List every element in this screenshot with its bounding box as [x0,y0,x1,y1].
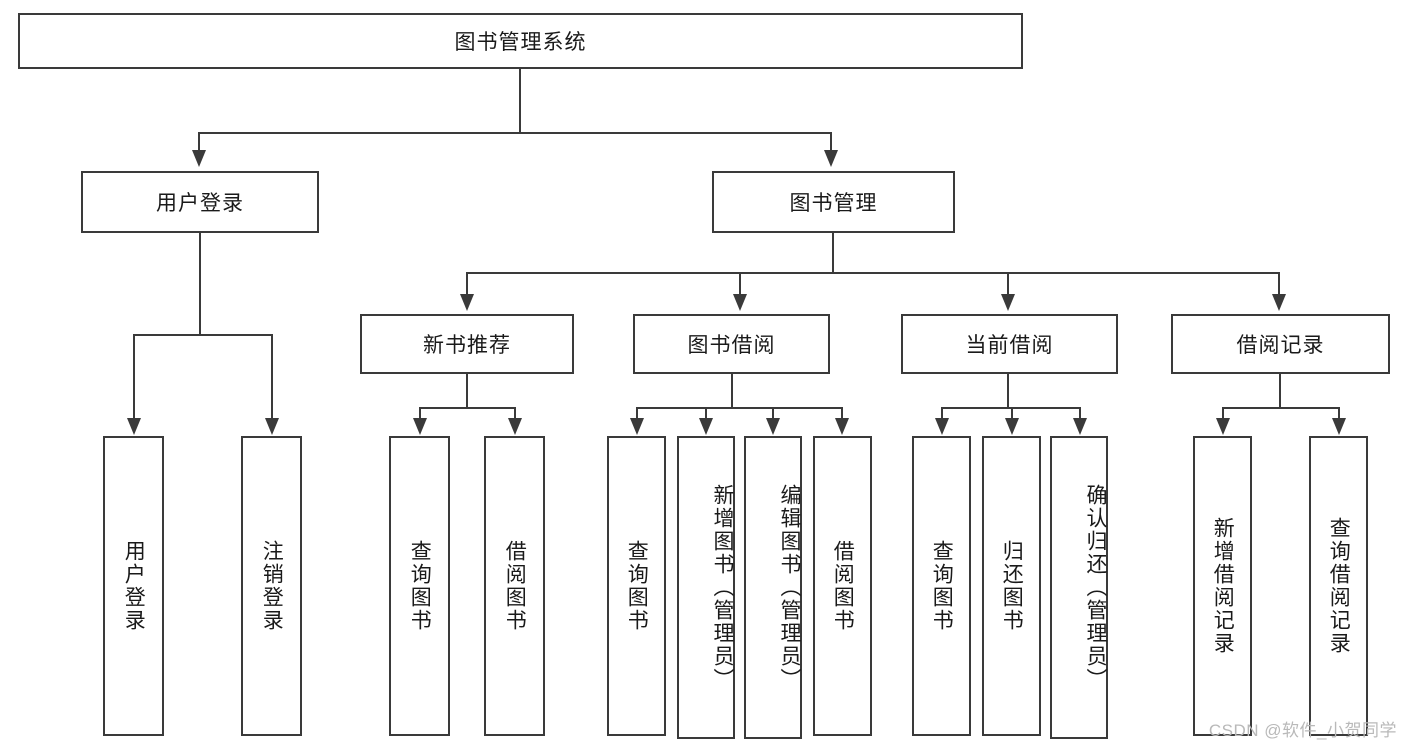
connector-book-borrow-bus [636,407,843,409]
connector-root-to-user-login [198,132,200,152]
connector-book-management-to-borrow-record [1278,272,1280,296]
leaf-current-borrow-return-book[interactable]: 归还图书 [982,436,1041,736]
arrow-book-borrow-to-leaf-4 [835,418,849,435]
connector-book-management-bus [466,272,1278,274]
arrow-root-to-book-management [824,150,838,167]
node-book-borrow[interactable]: 图书借阅 [633,314,830,374]
csdn-watermark: CSDN @软件_小贺同学 [1208,721,1397,740]
arrow-user-login-to-leaf-2 [265,418,279,435]
arrow-book-borrow-to-leaf-3 [766,418,780,435]
leaf-book-borrow-edit-book-admin[interactable]: 编辑图书（管理员） [744,436,802,739]
connector-borrow-record-to-leaf-1 [1222,407,1224,420]
leaf-user-login-logout[interactable]: 注销登录 [241,436,302,736]
arrow-book-management-to-borrow-record [1272,294,1286,311]
leaf-book-borrow-add-book-admin[interactable]: 新增图书（管理员） [677,436,735,739]
arrow-user-login-to-leaf-1 [127,418,141,435]
arrow-book-management-to-book-borrow [733,294,747,311]
arrow-borrow-record-to-leaf-2 [1332,418,1346,435]
connector-book-borrow-to-leaf-3 [772,407,774,420]
connector-root-to-book-management [830,132,832,152]
node-user-login[interactable]: 用户登录 [81,171,319,233]
arrow-book-borrow-to-leaf-1 [630,418,644,435]
connector-book-borrow-stem [731,374,733,408]
arrow-current-borrow-to-leaf-3 [1073,418,1087,435]
connector-borrow-record-stem [1279,374,1281,408]
connector-new-book-bus [419,407,515,409]
connector-user-login-bus [133,334,271,336]
connector-user-login-to-leaf-2 [271,334,273,420]
leaf-borrow-record-add-record[interactable]: 新增借阅记录 [1193,436,1252,736]
connector-new-book-to-leaf-1 [419,407,421,420]
leaf-current-borrow-query-book[interactable]: 查询图书 [912,436,971,736]
arrow-new-book-to-leaf-2 [508,418,522,435]
leaf-book-borrow-query-book[interactable]: 查询图书 [607,436,666,736]
node-book-management[interactable]: 图书管理 [712,171,955,233]
connector-current-borrow-to-leaf-1 [941,407,943,420]
node-current-borrow[interactable]: 当前借阅 [901,314,1118,374]
connector-user-login-to-leaf-1 [133,334,135,420]
node-borrow-record[interactable]: 借阅记录 [1171,314,1390,374]
leaf-new-book-query-book[interactable]: 查询图书 [389,436,450,736]
connector-book-borrow-to-leaf-4 [841,407,843,420]
arrow-book-management-to-current-borrow [1001,294,1015,311]
leaf-new-book-borrow-book[interactable]: 借阅图书 [484,436,545,736]
connector-current-borrow-stem [1007,374,1009,408]
arrow-book-management-to-new-book [460,294,474,311]
connector-current-borrow-to-leaf-3 [1079,407,1081,420]
connector-new-book-to-leaf-2 [514,407,516,420]
arrow-root-to-user-login [192,150,206,167]
leaf-book-borrow-borrow-book[interactable]: 借阅图书 [813,436,872,736]
connector-user-login-stem [199,233,201,335]
connector-current-borrow-to-leaf-2 [1011,407,1013,420]
leaf-current-borrow-confirm-return-admin[interactable]: 确认归还（管理员） [1050,436,1108,739]
arrow-current-borrow-to-leaf-2 [1005,418,1019,435]
arrow-book-borrow-to-leaf-2 [699,418,713,435]
arrow-new-book-to-leaf-1 [413,418,427,435]
connector-root-stem [519,69,521,133]
connector-new-book-stem [466,374,468,408]
connector-borrow-record-to-leaf-2 [1338,407,1340,420]
node-new-book-recommend[interactable]: 新书推荐 [360,314,574,374]
connector-borrow-record-bus [1222,407,1340,409]
connector-root-bus [198,132,832,134]
connector-book-management-to-new-book [466,272,468,296]
connector-book-borrow-to-leaf-1 [636,407,638,420]
connector-book-management-stem [832,233,834,273]
node-root-book-management-system[interactable]: 图书管理系统 [18,13,1023,69]
leaf-borrow-record-query-record[interactable]: 查询借阅记录 [1309,436,1368,736]
connector-book-management-to-current-borrow [1007,272,1009,296]
connector-book-borrow-to-leaf-2 [705,407,707,420]
leaf-user-login-login[interactable]: 用户登录 [103,436,164,736]
connector-book-management-to-book-borrow [739,272,741,296]
arrow-current-borrow-to-leaf-1 [935,418,949,435]
arrow-borrow-record-to-leaf-1 [1216,418,1230,435]
